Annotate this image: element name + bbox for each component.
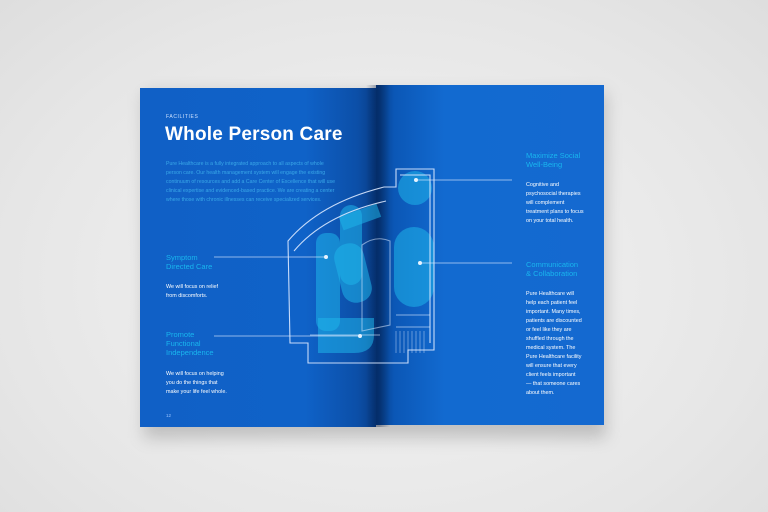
plan-room-shape bbox=[398, 171, 432, 205]
callout-body-communication: Pure Healthcare will help each patient f… bbox=[526, 291, 582, 396]
callout-dot bbox=[358, 334, 362, 338]
callout-heading-independence: Promote Functional Independence bbox=[166, 330, 214, 357]
callout-body-independence: We will focus on helping you do the thin… bbox=[166, 371, 227, 395]
floor-plan-diagram bbox=[214, 168, 512, 364]
plan-wall bbox=[396, 314, 430, 328]
plan-stairs bbox=[395, 331, 425, 353]
callout-heading-communication: Communication & Collaboration bbox=[526, 260, 579, 278]
callout-heading-symptom: Symptom Directed Care bbox=[166, 253, 213, 271]
intro-paragraph: Pure Healthcare is a fully integrated ap… bbox=[166, 161, 335, 203]
page-number: 12 bbox=[166, 413, 172, 418]
plan-room-shape bbox=[394, 227, 434, 307]
plan-outline bbox=[287, 168, 435, 364]
section-label: FACILITIES bbox=[166, 114, 199, 120]
plan-wall bbox=[293, 200, 387, 252]
page-title: Whole Person Care bbox=[165, 124, 343, 145]
callout-dot bbox=[414, 178, 418, 182]
callout-heading-social: Maximize Social Well-Being bbox=[526, 151, 581, 169]
plan-room-shape bbox=[338, 203, 382, 231]
callout-dot bbox=[418, 261, 422, 265]
callout-body-social: Cognitive and psychosocial therapies wil… bbox=[526, 182, 584, 224]
callout-dot bbox=[324, 255, 328, 259]
plan-wall bbox=[400, 174, 431, 343]
callout-body-symptom: We will focus on relief from discomforts… bbox=[166, 284, 219, 299]
plan-room-shape bbox=[316, 233, 340, 331]
plan-wall bbox=[361, 238, 391, 332]
